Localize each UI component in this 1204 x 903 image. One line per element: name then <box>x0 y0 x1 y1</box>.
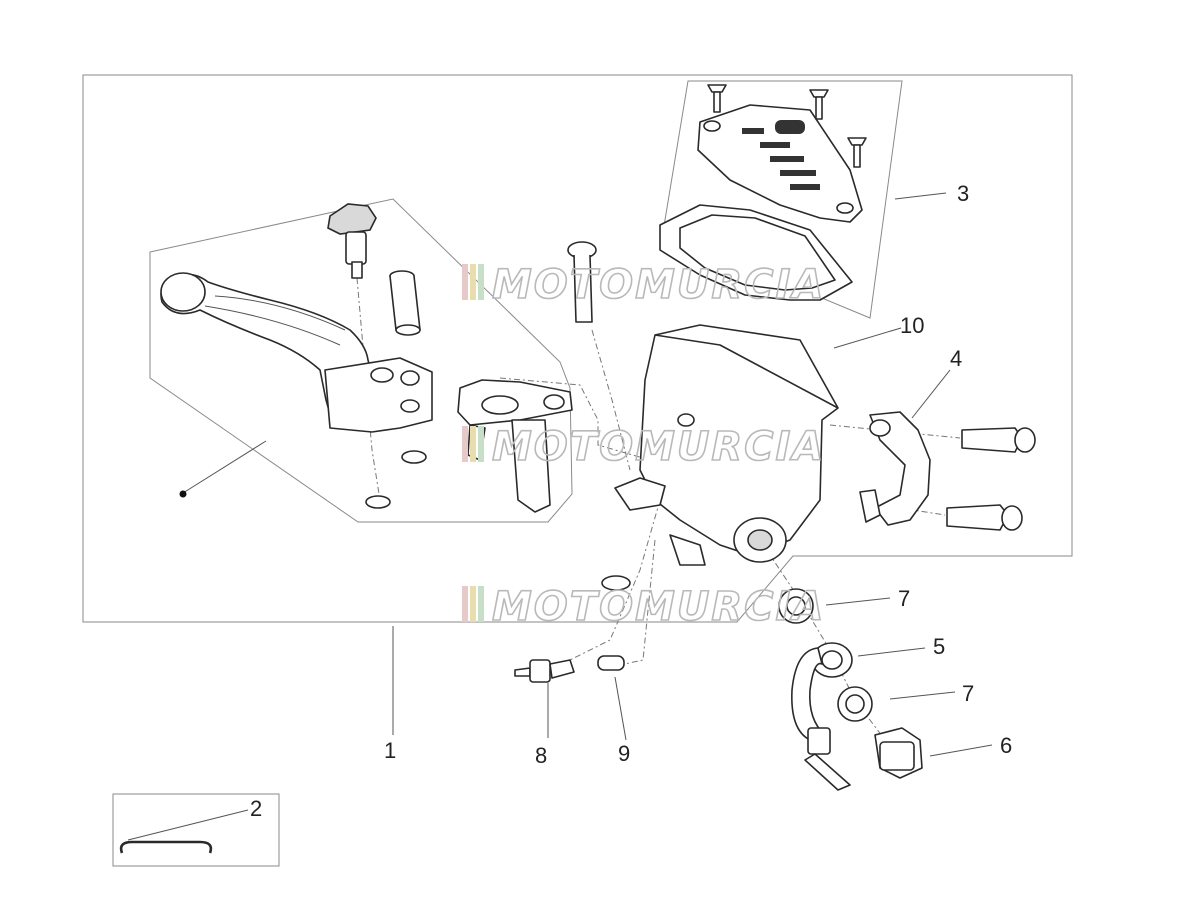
watermark-text: MOTOMURCIA <box>492 584 825 630</box>
lever-pivot-sleeve <box>389 270 421 336</box>
watermark-text: MOTOMURCIA <box>492 424 825 470</box>
watermark-stripe <box>478 264 484 300</box>
callout-7-lower: 7 <box>962 681 974 706</box>
callout-7-upper: 7 <box>898 586 910 611</box>
reservoir-cap-frame <box>662 80 903 319</box>
master-cylinder-body <box>614 324 839 566</box>
washer-upper <box>778 588 814 624</box>
callout-4: 4 <box>950 346 962 371</box>
cable <box>119 840 213 854</box>
handlebar-clamp <box>859 411 931 526</box>
reservoir-gasket <box>659 204 853 301</box>
switch-spacer <box>597 655 625 671</box>
bracket-screw <box>567 241 597 323</box>
watermark-stripe <box>462 426 468 462</box>
lever-subassembly-frame <box>149 198 573 523</box>
banjo-fitting <box>791 642 853 791</box>
callout-2: 2 <box>250 796 262 821</box>
watermarks: MOTOMURCIA MOTOMURCIA MOTOMURCIA <box>462 261 825 631</box>
banjo-bolt <box>874 727 923 779</box>
snap-rings <box>365 450 427 509</box>
switch-washer <box>601 575 631 591</box>
watermark-stripe <box>470 264 476 300</box>
callout-8: 8 <box>535 743 547 768</box>
watermark-stripe <box>478 586 484 622</box>
adjuster-knob <box>327 203 377 279</box>
watermark-stripe <box>478 426 484 462</box>
watermark-stripe <box>470 586 476 622</box>
reservoir-cap <box>697 104 863 223</box>
callout-6: 6 <box>1000 733 1012 758</box>
watermark-stripe <box>462 264 468 300</box>
watermark-motomurcia: MOTOMURCIA <box>462 423 825 471</box>
cap-text-marking <box>742 120 820 190</box>
watermark-stripe <box>462 586 468 622</box>
cap-screws <box>707 84 867 168</box>
callout-9: 9 <box>618 741 630 766</box>
watermark-text: MOTOMURCIA <box>492 262 825 308</box>
callout-1: 1 <box>384 738 396 763</box>
callout-5: 5 <box>933 634 945 659</box>
watermark-motomurcia: MOTOMURCIA <box>462 261 825 309</box>
brake-light-switch <box>514 659 575 683</box>
cable-kit-frame <box>112 793 280 867</box>
leader-lines <box>127 192 993 841</box>
clamp-bolts <box>946 427 1036 531</box>
watermark-stripe <box>470 426 476 462</box>
callout-10: 10 <box>900 313 924 338</box>
master-cylinder-assembly-frame <box>82 74 1073 623</box>
callout-3: 3 <box>957 181 969 206</box>
watermark-motomurcia: MOTOMURCIA <box>462 583 825 631</box>
brake-lever <box>160 272 433 433</box>
washer-lower <box>837 686 873 722</box>
